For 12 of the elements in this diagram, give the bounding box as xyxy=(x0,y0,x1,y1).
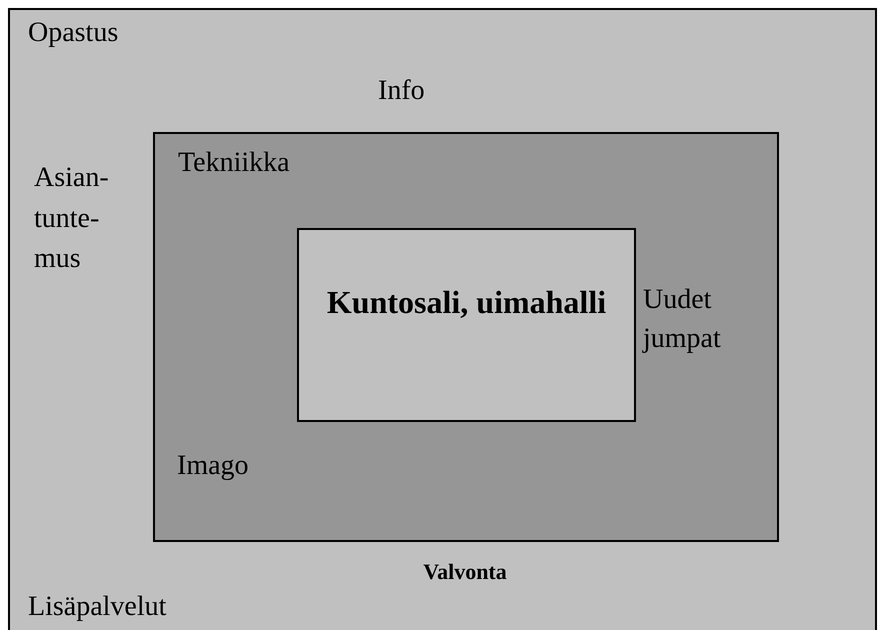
area-box xyxy=(297,228,636,422)
zone-label: Asian- tunte- mus xyxy=(34,161,110,276)
area-box xyxy=(8,8,877,630)
zone-label: Info xyxy=(378,74,425,108)
zone-label: Uudet jumpat xyxy=(643,283,722,356)
zone-label: Lisäpalvelut xyxy=(28,590,166,624)
center-label: Kuntosali, uimahalli xyxy=(326,283,608,322)
area-box xyxy=(153,132,779,542)
zone-label: Tekniikka xyxy=(178,146,290,180)
zone-label: Valvonta xyxy=(422,559,508,586)
zone-label: Opastus xyxy=(28,16,118,50)
zone-label: Imago xyxy=(177,449,249,483)
